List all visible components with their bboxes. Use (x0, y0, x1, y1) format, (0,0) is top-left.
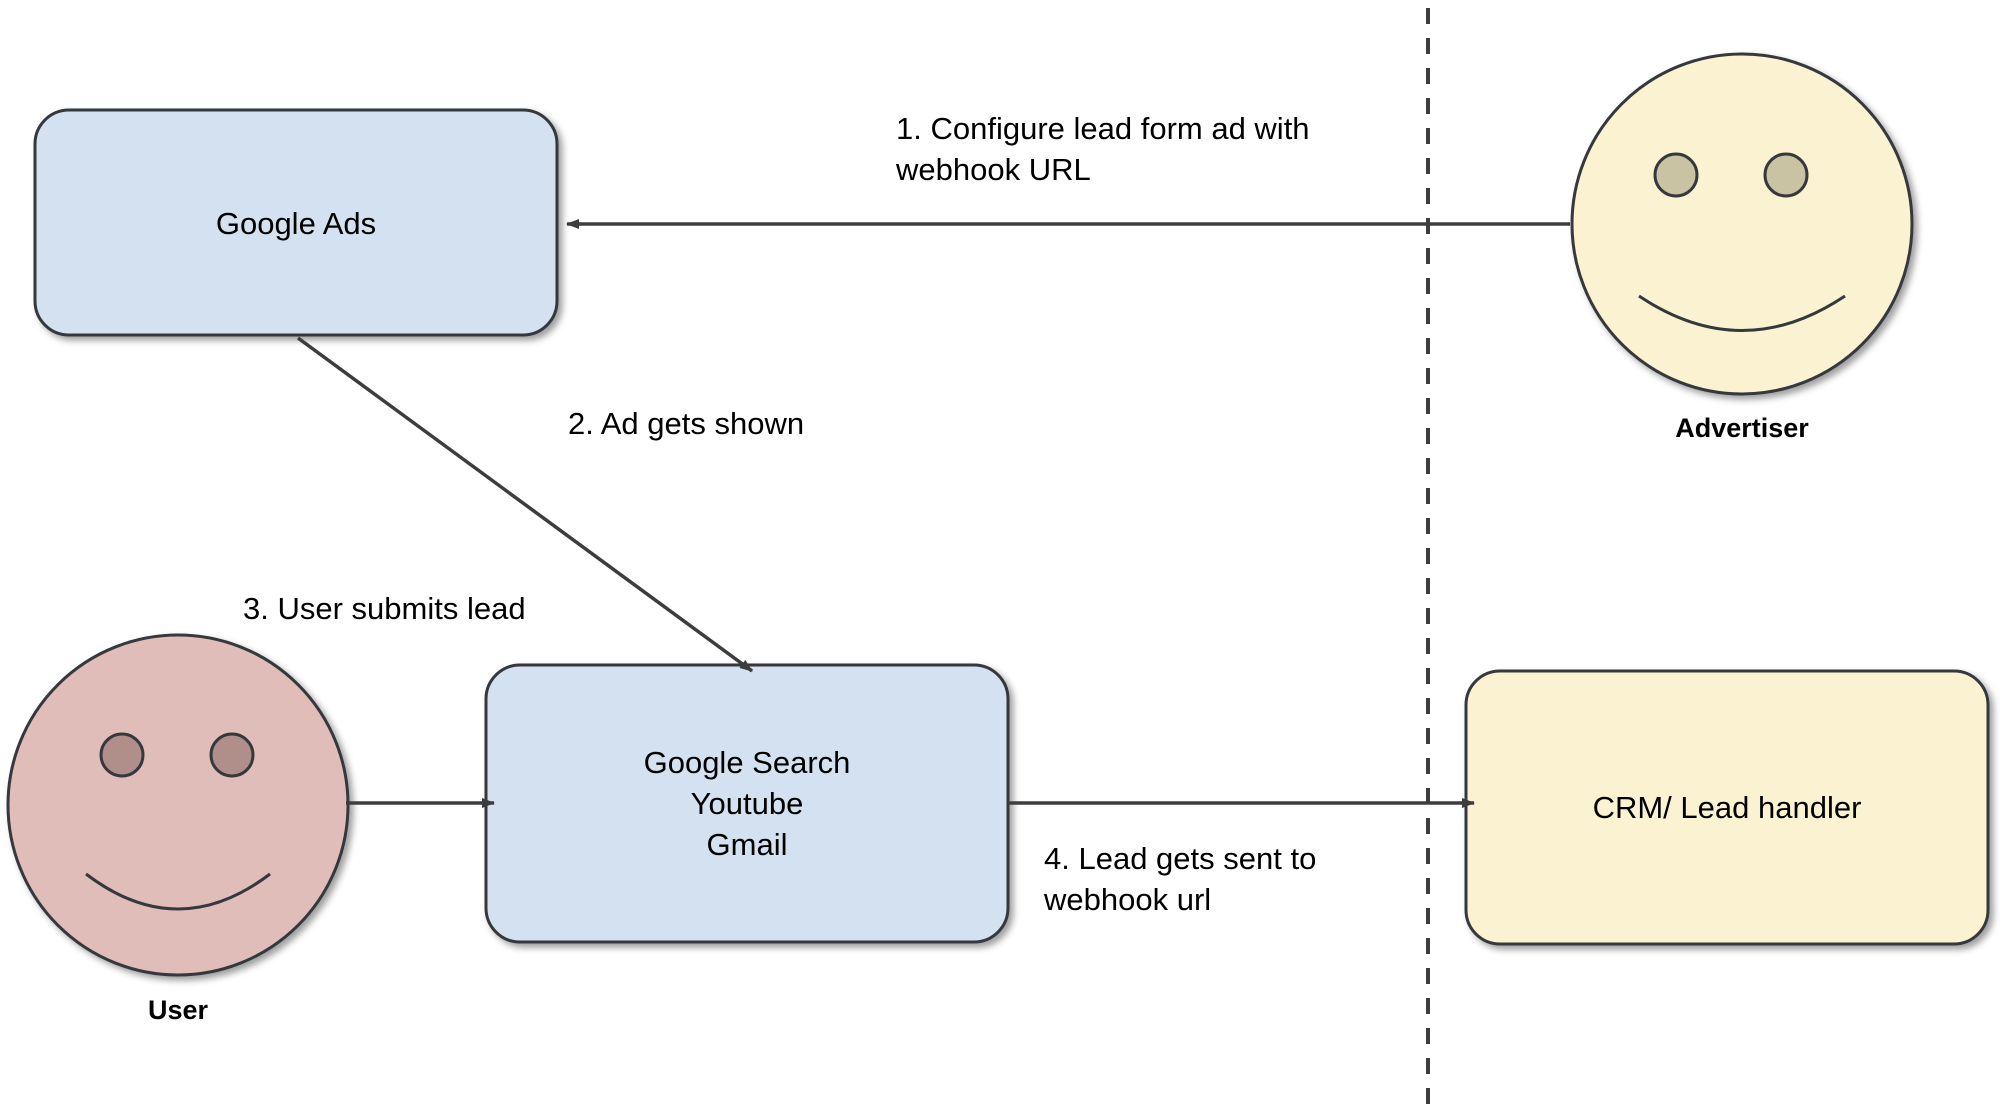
node-user[interactable] (6, 633, 350, 977)
advertiser-face-icon (1570, 52, 1914, 396)
node-advertiser[interactable] (1570, 52, 1914, 396)
advertiser-right-eye-icon (1763, 152, 1809, 198)
user-face-icon (6, 633, 350, 977)
actor-caption-advertiser: Advertiser (1675, 413, 1809, 443)
advertiser-smile-icon (1638, 294, 1846, 332)
edge-label-step-4: 4. Lead gets sent to webhook url (1044, 841, 1317, 917)
user-left-eye-icon (99, 732, 145, 778)
node-google-ads[interactable] (33, 108, 559, 337)
node-crm-lead-handler[interactable] (1464, 669, 1990, 946)
edge-label-step-1: 1. Configure lead form ad with webhook U… (896, 111, 1310, 187)
edge-google-ads-to-surfaces (296, 336, 754, 673)
user-right-eye-icon (209, 732, 255, 778)
actor-caption-user: User (147, 995, 209, 1025)
edge-label-step-3: 3. User submits lead (243, 591, 526, 626)
advertiser-left-eye-icon (1653, 152, 1699, 198)
edge-label-step-2: 2. Ad gets shown (568, 406, 805, 441)
user-smile-icon (85, 872, 271, 911)
node-google-surfaces[interactable] (484, 663, 1010, 944)
